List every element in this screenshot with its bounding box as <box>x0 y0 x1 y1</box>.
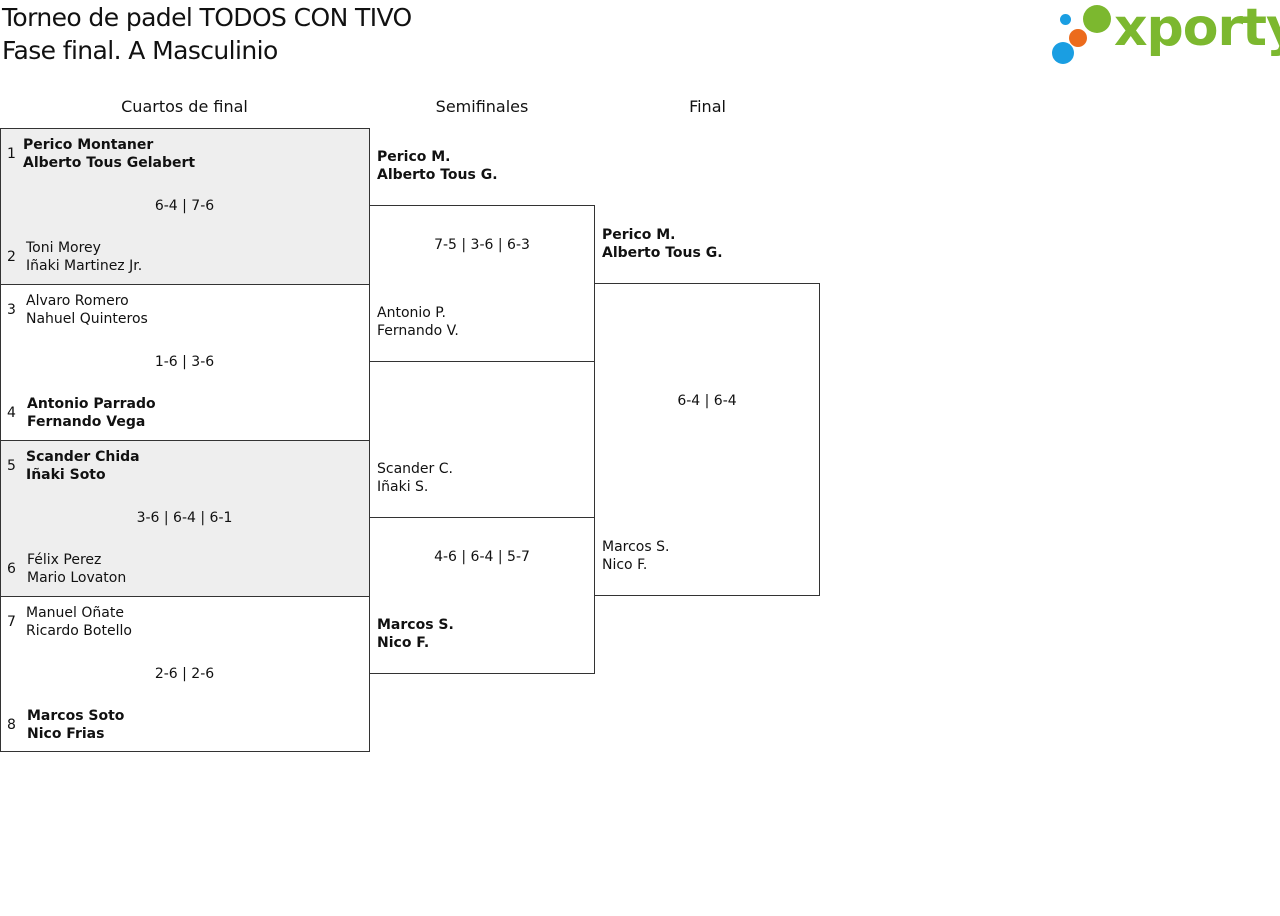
team-entry: Perico Montaner Alberto Tous Gelabert <box>23 136 195 172</box>
round-header-quarterfinals: Cuartos de final <box>121 97 248 116</box>
page-subtitle: Fase final. A Masculinio <box>2 36 278 65</box>
quarterfinal-match-3 <box>0 440 370 597</box>
player-name: Alberto Tous Gelabert <box>23 155 196 171</box>
player-name: Nahuel Quinteros <box>26 311 148 327</box>
player-name: Alvaro Romero <box>26 293 129 309</box>
player-name: Ricardo Botello <box>26 623 132 639</box>
player-name: Antonio P. <box>377 305 446 321</box>
match-score: 7-5 | 3-6 | 6-3 <box>434 237 530 253</box>
player-name: Antonio Parrado <box>27 396 156 412</box>
xporty-logo: xporty <box>1050 0 1280 68</box>
team-entry: Marcos S. Nico F. <box>602 538 669 574</box>
team-entry: Scander C. Iñaki S. <box>377 460 453 496</box>
match-score: 6-4 | 6-4 <box>677 393 737 409</box>
match-score: 2-6 | 2-6 <box>154 666 215 682</box>
seed-number: 5 <box>7 458 16 474</box>
round-header-final: Final <box>689 97 726 116</box>
team-entry: Perico M. Alberto Tous G. <box>602 226 723 262</box>
seed-number: 2 <box>7 249 16 265</box>
team-entry: Marcos Soto Nico Frias <box>27 707 124 743</box>
player-name: Alberto Tous G. <box>602 245 723 261</box>
seed-number: 7 <box>7 614 16 630</box>
player-name: Marcos Soto <box>27 708 125 724</box>
match-score: 1-6 | 3-6 <box>154 354 215 370</box>
seed-number: 3 <box>7 302 16 318</box>
team-entry: Manuel Oñate Ricardo Botello <box>26 604 132 640</box>
player-name: Félix Perez <box>27 552 102 568</box>
player-name: Iñaki Martinez Jr. <box>26 258 143 274</box>
match-score: 6-4 | 7-6 <box>154 198 215 214</box>
team-entry: Marcos S. Nico F. <box>377 616 454 652</box>
quarterfinal-match-1 <box>0 128 370 285</box>
player-name: Marcos S. <box>602 539 670 555</box>
logo-dot-green <box>1083 5 1111 33</box>
seed-number: 8 <box>7 717 16 733</box>
seed-number: 4 <box>7 405 16 421</box>
player-name: Scander Chida <box>26 449 140 465</box>
player-name: Perico M. <box>377 149 451 165</box>
player-name: Mario Lovaton <box>27 570 127 586</box>
match-score: 4-6 | 6-4 | 5-7 <box>434 549 530 565</box>
player-name: Perico M. <box>602 227 676 243</box>
player-name: Fernando Vega <box>27 414 146 430</box>
player-name: Iñaki Soto <box>26 467 106 483</box>
player-name: Manuel Oñate <box>26 605 124 621</box>
player-name: Marcos S. <box>377 617 454 633</box>
player-name: Nico F. <box>602 557 648 573</box>
match-score: 3-6 | 6-4 | 6-1 <box>136 510 233 526</box>
player-name: Nico F. <box>377 635 430 651</box>
final-match <box>594 283 820 596</box>
team-entry: Scander Chida Iñaki Soto <box>26 448 140 484</box>
team-entry: Toni Morey Iñaki Martinez Jr. <box>26 239 142 275</box>
player-name: Toni Morey <box>26 240 101 256</box>
player-name: Nico Frias <box>27 726 105 742</box>
page-title: Torneo de padel TODOS CON TIVO <box>2 3 412 32</box>
player-name: Perico Montaner <box>23 137 154 153</box>
logo-dot-orange <box>1069 29 1087 47</box>
player-name: Alberto Tous G. <box>377 167 498 183</box>
player-name: Fernando V. <box>377 323 459 339</box>
seed-number: 6 <box>7 561 16 577</box>
player-name: Scander C. <box>377 461 453 477</box>
team-entry: Félix Perez Mario Lovaton <box>27 551 126 587</box>
player-name: Iñaki S. <box>377 479 429 495</box>
logo-dot-blue <box>1052 42 1074 64</box>
round-header-semifinals: Semifinales <box>435 97 529 116</box>
seed-number: 1 <box>7 146 16 162</box>
team-entry: Alvaro Romero Nahuel Quinteros <box>26 292 148 328</box>
team-entry: Perico M. Alberto Tous G. <box>377 148 498 184</box>
logo-text: xporty <box>1114 0 1280 58</box>
team-entry: Antonio Parrado Fernando Vega <box>27 395 156 431</box>
team-entry: Antonio P. Fernando V. <box>377 304 459 340</box>
quarterfinal-match-4 <box>0 596 370 752</box>
logo-dot-blue-small <box>1060 14 1071 25</box>
